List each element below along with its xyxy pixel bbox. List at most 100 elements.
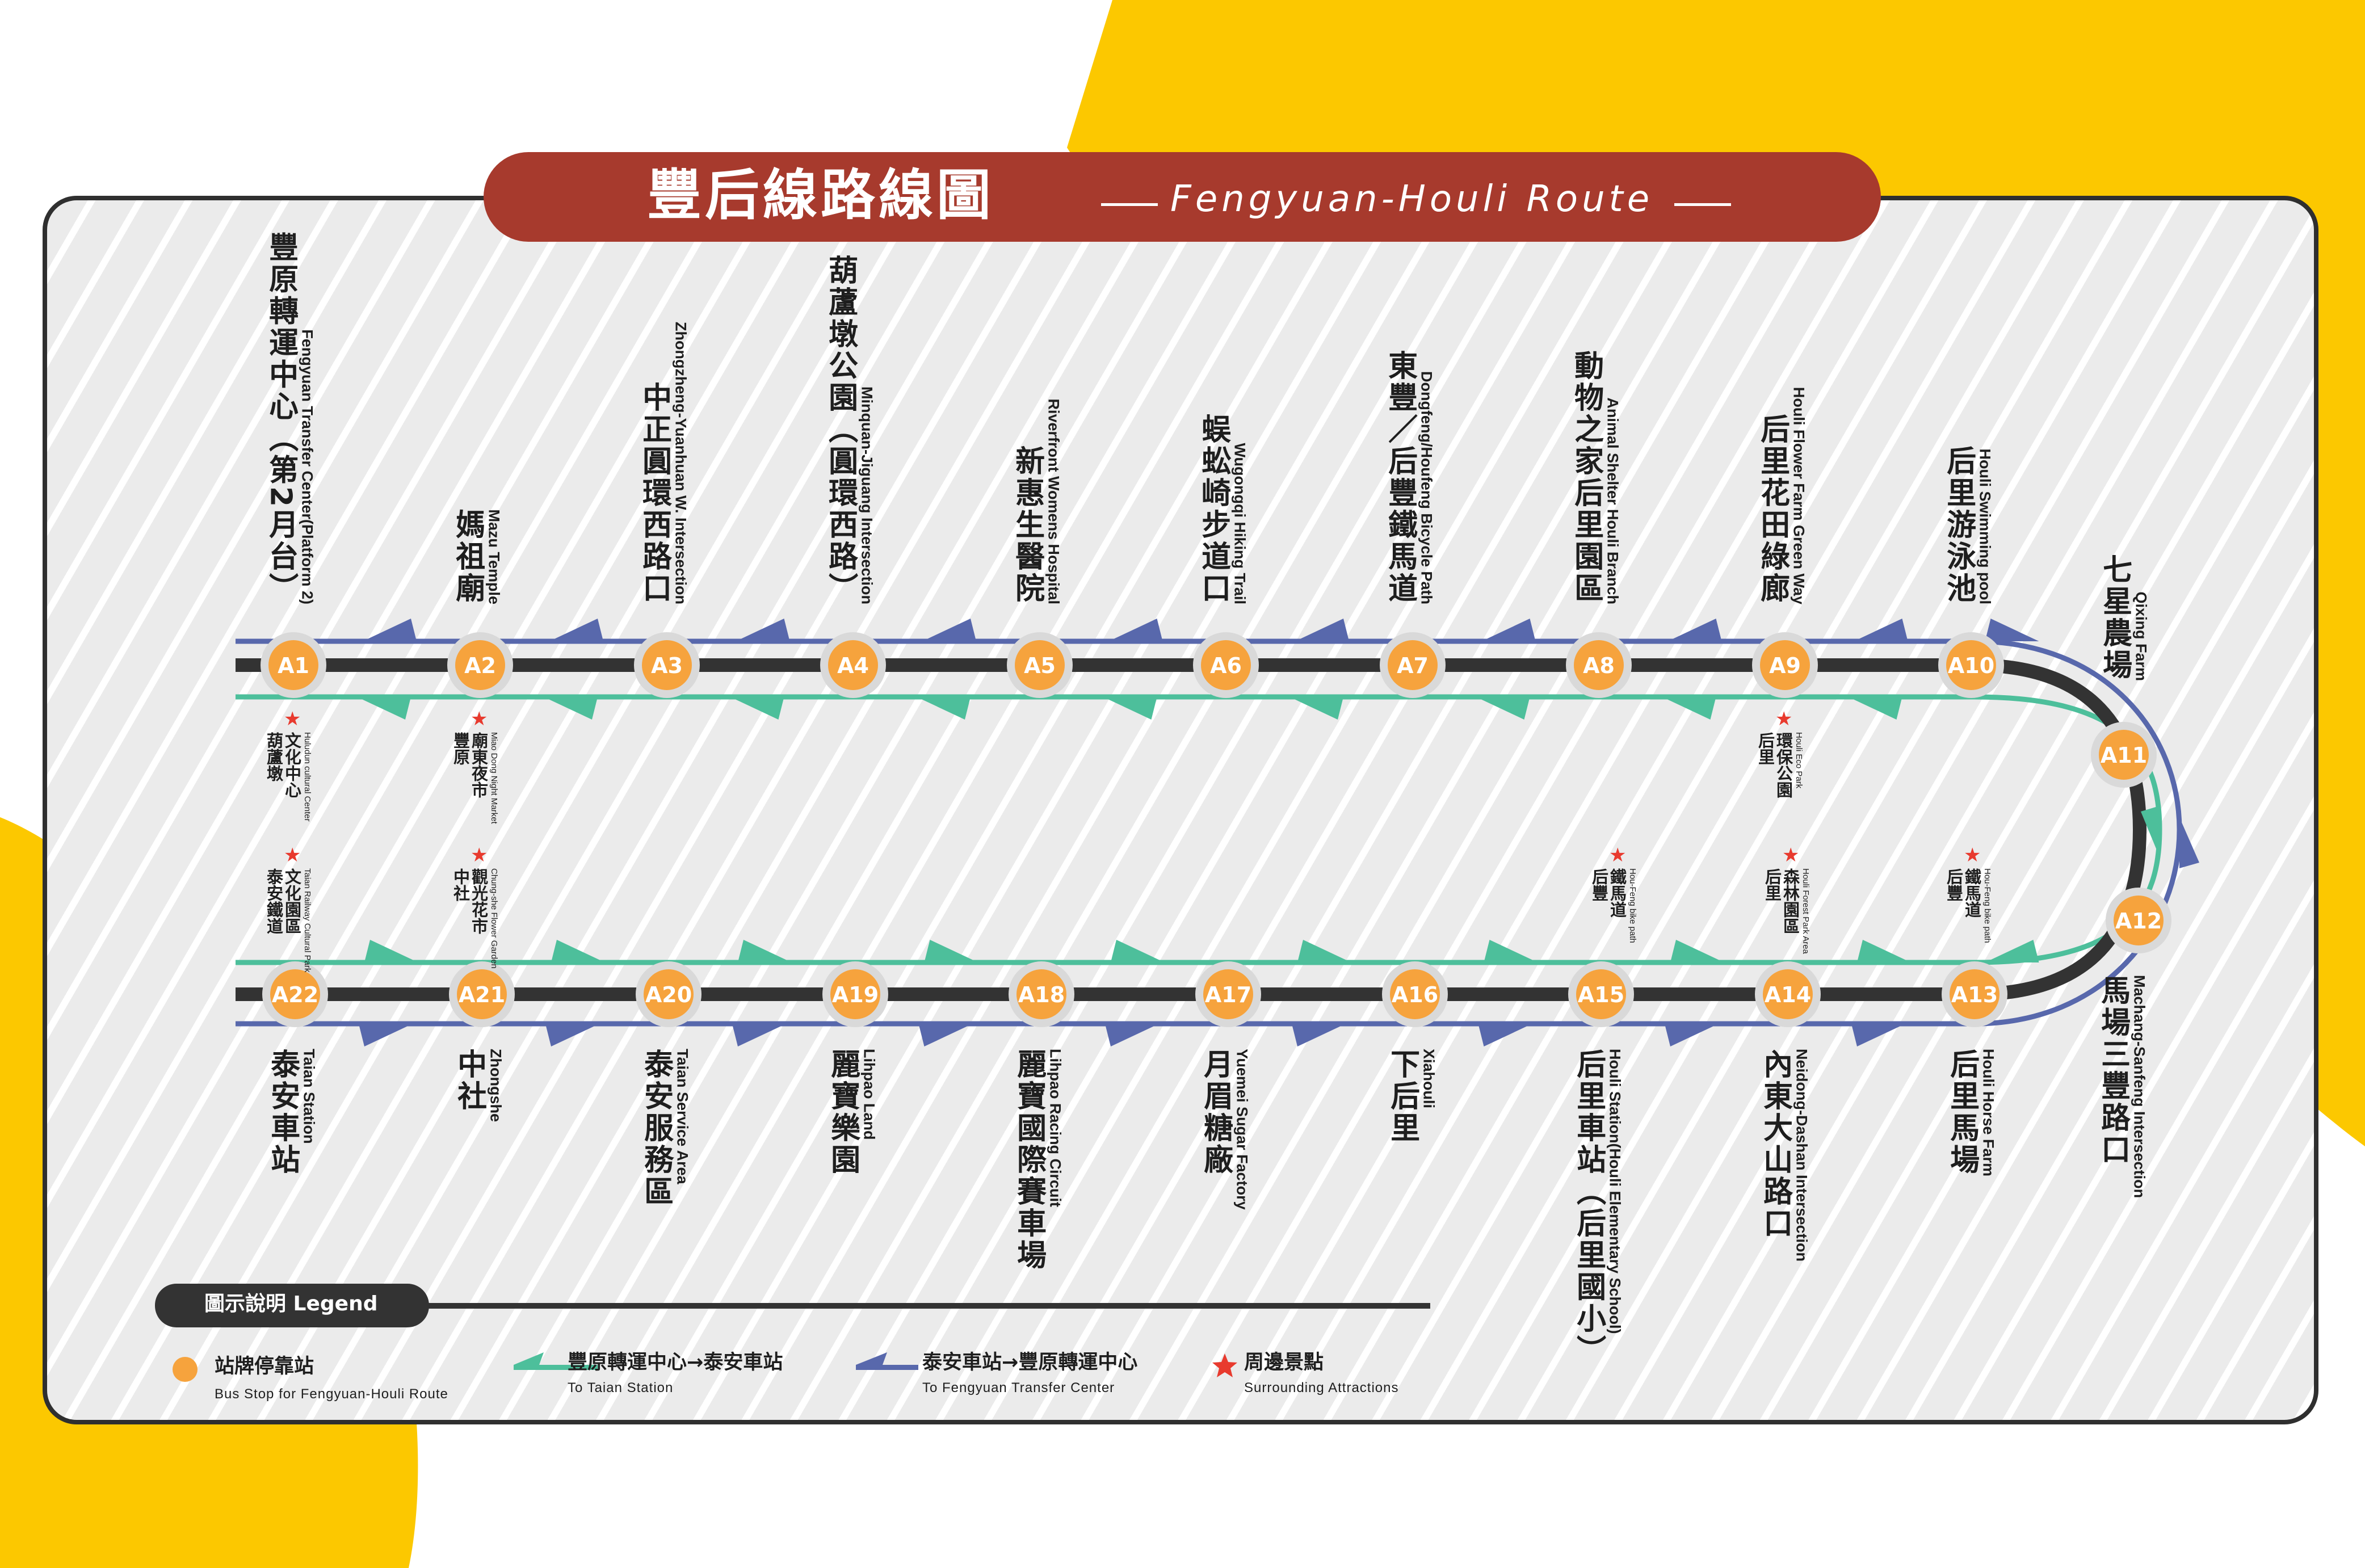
station-a12[interactable]: A12	[2106, 888, 2171, 953]
legend-header	[155, 1284, 429, 1327]
bus-stop-icon	[2099, 730, 2149, 780]
station-a12-name-zh: 馬場三豐路口	[2095, 975, 2130, 1166]
station-a4[interactable]: A4	[820, 632, 886, 698]
station-a13-name-en: Houli Horse Farm	[1980, 1049, 1997, 1177]
station-a8[interactable]: A8	[1566, 632, 1632, 698]
blue-direction-arrow	[736, 619, 790, 641]
station-a3[interactable]: A3	[634, 632, 700, 698]
station-a7-name-en: Dongfeng/Houfeng Bicycle Path	[1418, 371, 1435, 604]
station-a2-name-zh: 媽祖廟	[450, 509, 485, 604]
blue-direction-arrow	[1478, 1024, 1532, 1046]
green-direction-arrow	[917, 697, 971, 720]
station-code: A16	[1392, 982, 1438, 1007]
station-a19[interactable]: A19	[822, 961, 888, 1027]
blue-direction-arrow	[545, 1024, 599, 1046]
station-code: A10	[1948, 653, 1994, 678]
attraction-name-en: Chung-she Flower Garden	[489, 868, 499, 969]
star-icon: ★	[471, 844, 488, 867]
station-a12-name-en: Machang-Sanfeng Intersection	[2131, 975, 2148, 1199]
bus-stop-icon	[268, 640, 318, 690]
legend-attractions-sublabel: Surrounding Attractions	[1244, 1380, 1399, 1395]
title-banner	[484, 152, 1881, 242]
station-a15[interactable]: A15	[1568, 961, 1634, 1027]
title-dash-right	[1674, 203, 1731, 206]
green-direction-arrow	[1662, 697, 1716, 720]
station-a6[interactable]: A6	[1193, 632, 1259, 698]
blue-direction-arrow	[2179, 817, 2199, 868]
station-a13[interactable]: A13	[1942, 961, 2007, 1027]
green-direction-arrow	[924, 940, 978, 962]
attraction-area: 泰安鐵道	[264, 868, 284, 934]
attraction-area: 中社	[451, 868, 471, 901]
attraction-area: 后里	[1762, 868, 1782, 901]
bus-stop-icon	[1763, 969, 1813, 1019]
blue-direction-arrow	[1108, 619, 1163, 641]
station-a16[interactable]: A16	[1382, 961, 1448, 1027]
legend-bus-stop-label: 站牌停靠站	[215, 1355, 314, 1378]
legend-to-fengyuan-label: 泰安車站→豐原轉運中心	[922, 1351, 1138, 1374]
station-a19-name-zh: 麗寶樂園	[825, 1049, 860, 1176]
station-a3-name-en: Zhongzheng-Yuanhuan W. Intersection	[672, 322, 690, 604]
blue-direction-arrow	[1854, 619, 1908, 641]
station-a11[interactable]: A11	[2091, 722, 2157, 788]
station-a7[interactable]: A7	[1380, 632, 1446, 698]
green-direction-arrow	[1857, 940, 1911, 962]
station-a18-name-en: Lihpao Racing Circuit	[1047, 1049, 1064, 1208]
station-code: A13	[1951, 982, 1998, 1007]
station-a22[interactable]: A22	[262, 961, 328, 1027]
station-a20[interactable]: A20	[636, 961, 701, 1027]
station-code: A15	[1578, 982, 1624, 1007]
legend-bus-stop-sublabel: Bus Stop for Fengyuan-Houli Route	[215, 1386, 448, 1402]
station-a10[interactable]: A10	[1938, 632, 2004, 698]
station-a10-name-zh: 后里游泳池	[1941, 445, 1976, 604]
bus-stop-icon	[1203, 969, 1253, 1019]
title-english: Fengyuan-Houli Route	[1170, 178, 1654, 220]
attraction-area: 豐原	[451, 732, 471, 765]
attraction-name-en: Taian Railway Cultural Park	[302, 868, 312, 973]
station-a22-name-zh: 泰安車站	[265, 1049, 300, 1176]
green-direction-arrow	[1289, 697, 1343, 720]
green-direction-arrow	[1985, 940, 2039, 962]
station-a5[interactable]: A5	[1007, 632, 1073, 698]
station-a6-name-zh: 蜈蚣崎步道口	[1196, 414, 1230, 604]
station-a21[interactable]: A21	[449, 961, 515, 1027]
station-a17[interactable]: A17	[1195, 961, 1261, 1027]
station-code: A7	[1397, 653, 1429, 678]
attraction-name-zh: 觀光花市	[469, 868, 489, 934]
station-a17-name-en: Yuemei Sugar Factory	[1233, 1049, 1251, 1210]
legend-divider	[397, 1303, 1430, 1309]
title-dash-left	[1101, 203, 1158, 206]
green-direction-arrow	[2141, 806, 2160, 857]
station-a6-name-en: Wugongqi Hiking Trail	[1231, 443, 1249, 605]
green-direction-arrow	[1848, 697, 1902, 720]
station-a8-name-zh: 動物之家后里園區	[1569, 350, 1603, 604]
station-a18[interactable]: A18	[1009, 961, 1074, 1027]
station-a1[interactable]: A1	[261, 632, 326, 698]
bus-stop-icon	[457, 969, 507, 1019]
star-icon: ★	[1609, 844, 1627, 867]
blue-arrow-icon	[856, 1352, 918, 1370]
green-direction-arrow	[544, 697, 598, 720]
star-icon: ★	[284, 844, 301, 867]
station-a5-name-en: Riverfront Womens Hospital	[1045, 398, 1062, 604]
attraction-name-en: Hou-Feng bike path	[1627, 868, 1637, 943]
attraction-name-zh: 廟東夜市	[469, 732, 489, 798]
station-a2[interactable]: A2	[447, 632, 513, 698]
blue-direction-arrow	[1105, 1024, 1159, 1046]
attraction-name-zh: 文化園區	[282, 868, 302, 934]
station-a16-name-en: Xiahouli	[1420, 1049, 1438, 1109]
bus-stop-icon	[455, 640, 505, 690]
blue-direction-arrow	[1851, 1024, 1905, 1046]
bus-stop-icon	[2114, 896, 2164, 945]
station-code: A9	[1769, 653, 1801, 678]
legend-to-taian-sublabel: To Taian Station	[568, 1380, 674, 1395]
station-a14[interactable]: A14	[1755, 961, 1821, 1027]
bus-stop-icon	[1016, 969, 1066, 1019]
station-a4-name-en: Minquan-Jiguang Intersection	[858, 386, 876, 604]
station-code: A11	[2101, 743, 2147, 768]
attraction-name-zh: 鐵馬道	[1962, 868, 1982, 918]
station-a5-name-zh: 新惠生醫院	[1010, 445, 1044, 604]
station-a11-name-zh: 七星農場	[2097, 554, 2132, 681]
station-a9[interactable]: A9	[1752, 632, 1818, 698]
